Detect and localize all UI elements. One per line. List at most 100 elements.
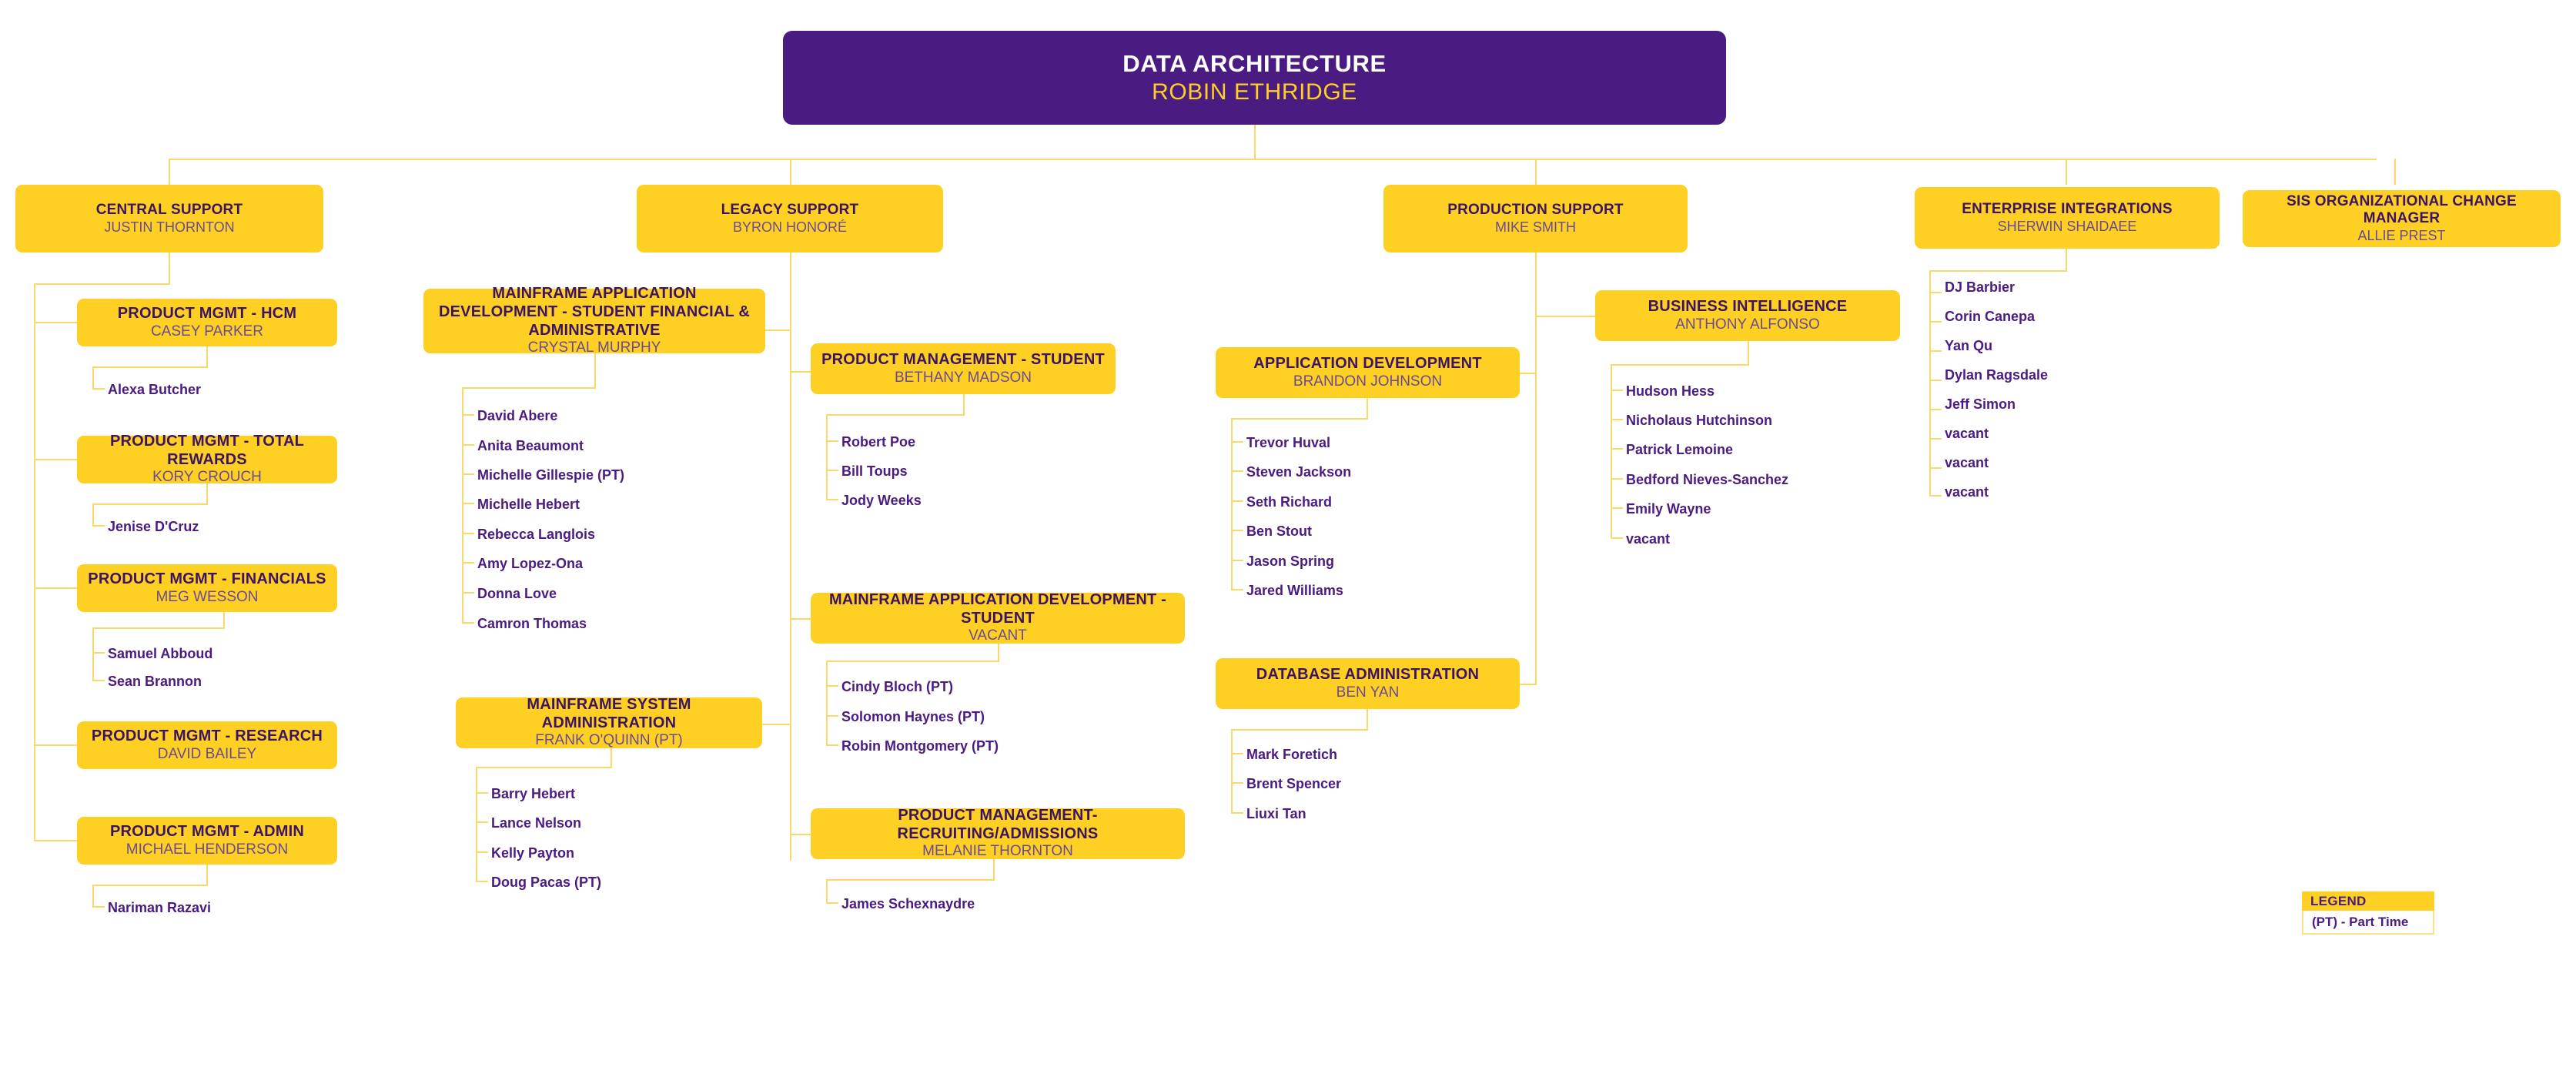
connector-pmhcm-stub (206, 346, 208, 366)
connector-pmhcm-trunk (92, 366, 94, 388)
member-name: vacant (1626, 531, 1671, 547)
unit-pm-hcm[interactable]: PRODUCT MGMT - HCM CASEY PARKER (77, 299, 337, 346)
member-name: Jared Williams (1246, 583, 1343, 598)
dept-title: ENTERPRISE INTEGRATIONS (1962, 201, 2173, 218)
unit-pm-research[interactable]: PRODUCT MGMT - RESEARCH DAVID BAILEY (77, 721, 337, 769)
unit-mainframe-system-admin[interactable]: MAINFRAME SYSTEM ADMINISTRATION FRANK O'… (456, 696, 762, 748)
unit-manager: CRYSTAL MURPHY (527, 339, 661, 356)
member-name: James Schexnaydre (841, 896, 975, 911)
member-name: Solomon Haynes (PT) (841, 709, 985, 724)
dept-legacy-support[interactable]: LEGACY SUPPORT BYRON HONORÉ (637, 185, 943, 253)
unit-manager: ANTHONY ALFONSO (1675, 316, 1820, 333)
connector-appdev-trunk (1231, 418, 1233, 589)
dept-manager: MIKE SMITH (1494, 219, 1576, 235)
member-name: Samuel Abboud (108, 646, 213, 661)
dept-manager: BYRON HONORÉ (732, 219, 848, 235)
connector-appdev-m1 (1231, 470, 1243, 472)
connector-cs-u3 (34, 744, 77, 746)
unit-title: PRODUCT MANAGEMENT - STUDENT (821, 351, 1105, 368)
member-name: Liuxi Tan (1246, 806, 1306, 821)
member-name: Cindy Bloch (PT) (841, 679, 953, 694)
connector-pmra-jog (826, 879, 995, 881)
connector-appdev-jog (1231, 418, 1368, 420)
unit-manager: BETHANY MADSON (894, 369, 1032, 386)
unit-mainframe-app-dev-sfa[interactable]: MAINFRAME APPLICATION DEVELOPMENT - STUD… (423, 285, 765, 356)
connector-pmstu-stub (963, 394, 965, 414)
root-title: DATA ARCHITECTURE (1122, 50, 1387, 78)
member-name: Robert Poe (841, 434, 916, 450)
unit-pm-financials[interactable]: PRODUCT MGMT - FINANCIALS MEG WESSON (77, 564, 337, 612)
member-name: Patrick Lemoine (1626, 442, 1734, 457)
connector-bi-m5 (1611, 537, 1623, 539)
connector-ls-right0 (790, 371, 811, 373)
connector-mfstu-jog (826, 661, 999, 662)
connector-ls-right2 (790, 834, 811, 835)
connector-pmfin-stub (223, 612, 225, 627)
unit-manager: DAVID BAILEY (157, 745, 257, 762)
connector-bi-m1 (1611, 419, 1623, 420)
member-name: DJ Barbier (1945, 279, 2016, 295)
member-name: Donna Love (477, 586, 557, 601)
connector-ei-m4 (1929, 409, 1942, 410)
connector-mfsfa-m0 (462, 414, 474, 416)
unit-pm-recruiting-admissions[interactable]: PRODUCT MANAGEMENT- RECRUITING/ADMISSION… (811, 807, 1185, 859)
member-name: Barry Hebert (491, 786, 576, 801)
connector-pmtr-stub (206, 483, 208, 503)
unit-title: PRODUCT MGMT - FINANCIALS (88, 570, 326, 587)
connector-appdev-m2 (1231, 500, 1243, 502)
member-name: vacant (1945, 455, 1989, 470)
dept-sis-org-change-manager[interactable]: SIS ORGANIZATIONAL CHANGE MANAGER ALLIE … (2243, 190, 2561, 247)
connector-cs-u0 (34, 322, 77, 323)
unit-pm-admin[interactable]: PRODUCT MGMT - ADMIN MICHAEL HENDERSON (77, 817, 337, 865)
connector-root-bus (169, 159, 2377, 160)
connector-cs-jog (34, 283, 170, 285)
connector-pmtr-m0 (92, 525, 105, 527)
root-manager: ROBIN ETHRIDGE (1152, 79, 1357, 105)
connector-appdev-m4 (1231, 560, 1243, 561)
dept-manager: ALLIE PREST (2357, 227, 2446, 243)
unit-mainframe-app-dev-student[interactable]: MAINFRAME APPLICATION DEVELOPMENT - STUD… (811, 591, 1185, 644)
connector-pmra-stub (993, 859, 995, 879)
member-name: Seth Richard (1246, 494, 1333, 510)
member-name: Amy Lopez-Ona (477, 556, 584, 571)
member-name: Rebecca Langlois (477, 527, 596, 542)
connector-pmadm-jog (92, 885, 208, 886)
member-name: Mark Foretich (1246, 747, 1338, 762)
dept-central-support[interactable]: CENTRAL SUPPORT JUSTIN THORNTON (15, 185, 323, 253)
dept-enterprise-integrations[interactable]: ENTERPRISE INTEGRATIONS SHERWIN SHAIDAEE (1915, 187, 2220, 249)
connector-cs-stub (169, 253, 170, 283)
connector-pmfin-m1 (92, 680, 105, 681)
connector-bi-stub (1748, 341, 1749, 364)
connector-drop-legacy-support (790, 159, 791, 185)
unit-application-development[interactable]: APPLICATION DEVELOPMENT BRANDON JOHNSON (1216, 347, 1520, 398)
connector-pmfin-m0 (92, 652, 105, 654)
connector-dba-stub (1367, 709, 1368, 729)
dept-manager: SHERWIN SHAIDAEE (1997, 218, 2137, 234)
connector-mfsfa-m4 (462, 533, 474, 534)
member-name: Emily Wayne (1626, 501, 1711, 517)
unit-business-intelligence[interactable]: BUSINESS INTELLIGENCE ANTHONY ALFONSO (1595, 290, 1900, 341)
connector-ls-left1 (762, 724, 791, 725)
root-node-data-architecture[interactable]: DATA ARCHITECTURE ROBIN ETHRIDGE (783, 31, 1726, 125)
connector-ps-left0 (1507, 373, 1537, 374)
connector-ei-m0 (1929, 292, 1942, 293)
dept-production-support[interactable]: PRODUCTION SUPPORT MIKE SMITH (1383, 185, 1688, 253)
member-name: Robin Montgomery (PT) (841, 738, 999, 754)
connector-mfsfa-m1 (462, 444, 474, 446)
connector-mfsa-jog (476, 767, 612, 768)
connector-drop-central-support (169, 159, 170, 185)
connector-pmadm-m0 (92, 906, 105, 908)
connector-pmtr-trunk (92, 503, 94, 525)
unit-pm-student[interactable]: PRODUCT MANAGEMENT - STUDENT BETHANY MAD… (811, 343, 1116, 394)
unit-pm-total-rewards[interactable]: PRODUCT MGMT - TOTAL REWARDS KORY CROUCH (77, 433, 337, 485)
connector-mfstu-m2 (826, 744, 838, 746)
unit-title: DATABASE ADMINISTRATION (1256, 666, 1480, 683)
connector-pmstu-trunk (826, 414, 828, 499)
unit-title: PRODUCT MANAGEMENT- RECRUITING/ADMISSION… (897, 807, 1099, 842)
unit-database-administration[interactable]: DATABASE ADMINISTRATION BEN YAN (1216, 658, 1520, 709)
connector-ls-left0 (762, 329, 791, 331)
member-name: Sean Brannon (108, 674, 202, 689)
connector-pmstu-m1 (826, 470, 838, 471)
connector-bi-m3 (1611, 478, 1623, 480)
connector-ps-right0 (1535, 316, 1595, 317)
